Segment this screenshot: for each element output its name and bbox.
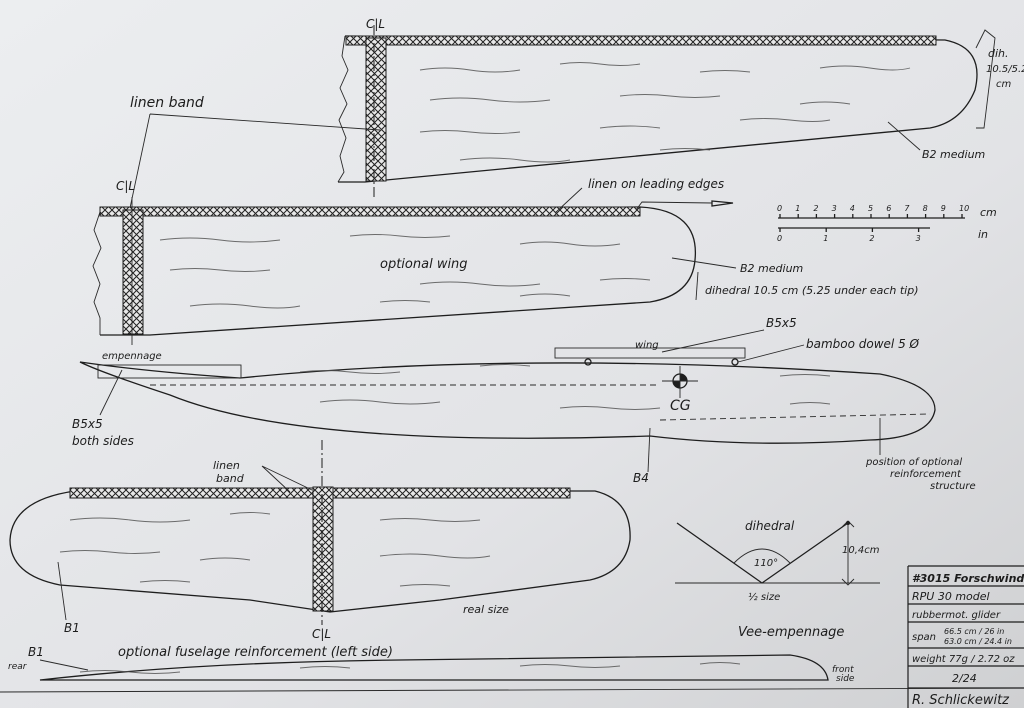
bamboo-dowel-label: bamboo dowel 5 Ø xyxy=(806,337,920,351)
b4-label: B4 xyxy=(633,471,649,485)
reinforcement-label: reinforcement xyxy=(890,469,962,480)
dihedral-title: dihedral xyxy=(745,519,795,533)
empennage-label: empennage xyxy=(102,351,162,362)
linen-band-top-label: linen band xyxy=(130,95,204,111)
optional-wing-leading-edge-linen xyxy=(99,206,641,217)
dihedral-note-label: dihedral 10.5 cm (5.25 under each tip) xyxy=(705,284,919,297)
dowel-front xyxy=(584,358,592,366)
rear-label: rear xyxy=(8,662,28,672)
title-span-label: span xyxy=(912,632,936,643)
title-span-1: 66.5 cm / 26 in xyxy=(944,627,1004,636)
scale-cm-label: cm xyxy=(980,206,997,219)
b2-medium-top-label: B2 medium xyxy=(922,148,985,161)
centerline-label-mid: C|L xyxy=(116,179,135,193)
b2-medium-mid-label: B2 medium xyxy=(740,262,803,275)
scale-cm-tick-label: 10 xyxy=(959,204,969,213)
empennage-stick xyxy=(97,364,242,379)
real-size-label: real size xyxy=(463,603,509,616)
centerline-label-tail: C|L xyxy=(312,627,331,641)
title-model: RPU 30 model xyxy=(912,590,990,603)
scale-cm-tick-label: 4 xyxy=(850,204,855,213)
optional-wing-root-linen xyxy=(122,209,144,335)
scale-cm-tick-label: 9 xyxy=(941,204,946,213)
title-type: rubbermot. glider xyxy=(912,610,1001,621)
dih-label: dih. xyxy=(988,47,1009,60)
title-weight: weight 77g / 2.72 oz xyxy=(912,654,1015,665)
top-wing-panel xyxy=(337,25,978,200)
scale-in-label: in xyxy=(978,228,988,241)
cg-symbol xyxy=(662,366,698,398)
scale-cm-tick-label: 1 xyxy=(795,204,800,213)
front-side-label-2: side xyxy=(836,674,855,684)
optional-fuselage-reinforcement-label: optional fuselage reinforcement (left si… xyxy=(118,645,393,660)
optional-wing-label: optional wing xyxy=(380,257,468,272)
angle-label: 110° xyxy=(754,558,778,569)
both-sides-label: both sides xyxy=(72,434,134,448)
scale-bar: 0 1 2 3 4 5 6 7 8 9 10 0 1 2 3 xyxy=(777,204,969,243)
optional-wing-panel xyxy=(92,197,696,345)
title-number: #3015 Forschwind xyxy=(912,572,1024,585)
scale-cm-tick-label: 0 xyxy=(777,204,782,213)
linen-band-lower-label-1: linen xyxy=(213,459,240,472)
scale-cm-tick-label: 8 xyxy=(923,204,928,213)
dihedral-diagram xyxy=(675,520,880,586)
top-wing-leading-edge-linen xyxy=(345,35,937,46)
wing-stick xyxy=(554,347,746,359)
half-size-label: ½ size xyxy=(748,591,780,603)
front-side-label-1: front xyxy=(832,665,854,675)
scale-in-tick-label: 2 xyxy=(869,234,874,243)
dih-unit: cm xyxy=(996,79,1011,90)
title-block xyxy=(907,565,1024,708)
cg-label: CG xyxy=(670,398,691,414)
top-wing-root-linen xyxy=(365,37,387,182)
scale-cm-tick-label: 3 xyxy=(832,204,837,213)
dih-value: 10.5/5.25 xyxy=(986,64,1024,75)
structure-label: structure xyxy=(930,481,976,492)
b1-tail-label: B1 xyxy=(64,621,80,635)
tail-panel xyxy=(9,440,631,625)
scale-in-tick-label: 3 xyxy=(916,234,921,243)
scale-in-tick-label: 1 xyxy=(823,234,828,243)
b5x5-left-label: B5x5 xyxy=(72,417,103,431)
centerline-label-top: C|L xyxy=(366,17,385,31)
scale-in-tick-label: 0 xyxy=(777,234,782,243)
scale-cm-tick-label: 6 xyxy=(886,204,891,213)
scale-cm-tick-label: 5 xyxy=(868,204,873,213)
height-label: 10,4cm xyxy=(842,545,880,556)
title-signature: R. Schlickewitz xyxy=(912,693,1010,708)
tail-root-linen xyxy=(312,486,334,612)
title-date: 2/24 xyxy=(952,672,977,685)
fuselage-side-view xyxy=(79,347,936,444)
b5x5-mid-label: B5x5 xyxy=(766,316,797,330)
scale-cm-tick-label: 2 xyxy=(813,204,818,213)
b1-bottom-label: B1 xyxy=(28,645,44,659)
vee-empennage-label: Vee-empennage xyxy=(738,625,844,640)
linen-band-lower-label-2: band xyxy=(216,472,245,485)
title-span-2: 63.0 cm / 24.4 in xyxy=(944,637,1012,646)
fuselage-reinforcement-strip xyxy=(39,654,829,681)
scale-cm-tick-label: 7 xyxy=(904,204,910,213)
optional-position-label: position of optional xyxy=(865,457,962,468)
wing-small-label: wing xyxy=(635,340,659,351)
linen-leading-edges-label: linen on leading edges xyxy=(588,177,724,191)
